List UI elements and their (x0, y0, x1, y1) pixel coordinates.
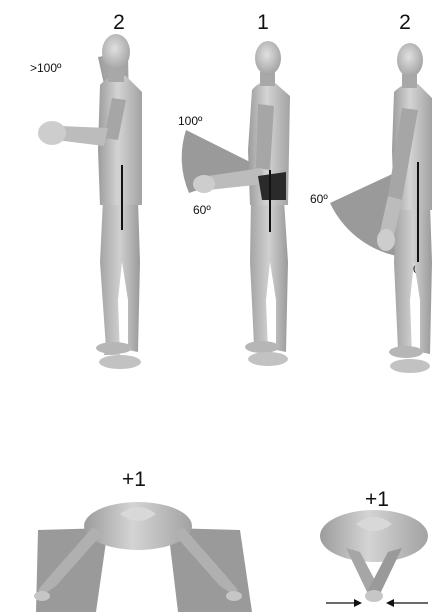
figure-1-legs (100, 200, 140, 355)
figure-2 (182, 41, 290, 366)
figure-2-head (255, 41, 281, 75)
figure-3-legs (394, 205, 432, 356)
figure-3-shoe-front (390, 359, 430, 373)
figure-3-shoe-back (389, 346, 423, 358)
figure-1-hands (38, 121, 66, 145)
figure-1-head (102, 34, 130, 70)
arrow-right-head (386, 599, 394, 607)
abduction-left-hand (34, 591, 50, 601)
figure-3-hand (377, 229, 395, 251)
figure-3-head (397, 43, 423, 77)
abduction-top-view (34, 502, 252, 612)
abduction-right-hand (226, 591, 242, 601)
figure-2-hand (193, 175, 215, 193)
arms-crossed-top-view (320, 510, 428, 607)
crossed-hands (365, 590, 383, 602)
figure-1-shoe-front (99, 355, 141, 369)
figure-2-shoe-front (248, 352, 288, 366)
arrow-left-head (354, 599, 362, 607)
figure-1-shoe-back (96, 342, 132, 354)
figure-1 (38, 34, 142, 369)
figure-3 (330, 43, 432, 373)
figure-2-arm-shadow (258, 172, 286, 200)
figure-1-neck (108, 68, 124, 82)
figure-2-shoe-back (245, 341, 279, 353)
